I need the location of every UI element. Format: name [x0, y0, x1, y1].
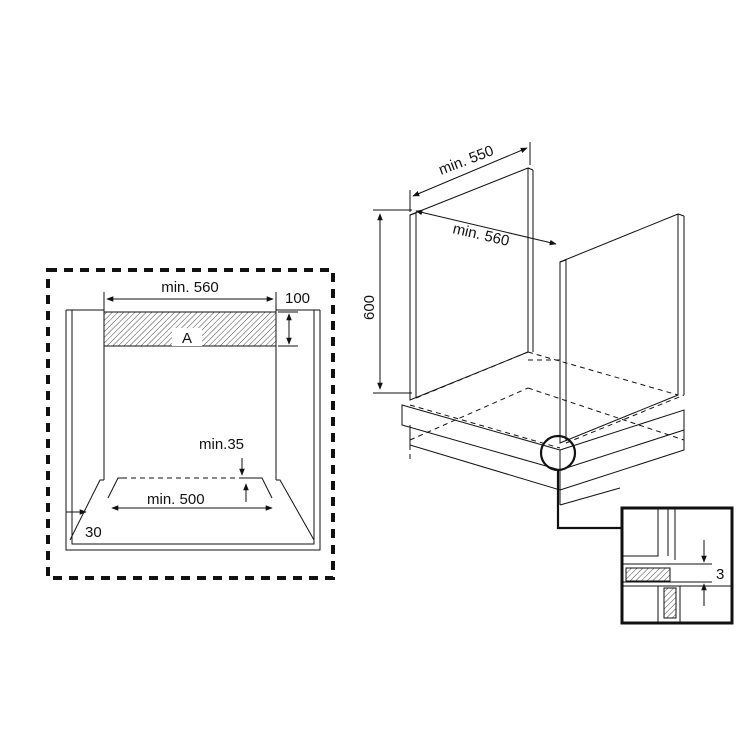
tray-left-outer — [69, 479, 104, 541]
detail-hatch-side — [663, 587, 677, 619]
bottom-width-label: min. 500 — [147, 491, 205, 508]
hidden-line-6 — [565, 394, 685, 444]
depth-dimension — [412, 147, 528, 197]
width-dimension — [415, 209, 557, 246]
plinth-front — [409, 425, 561, 491]
hidden-line-1 — [415, 351, 529, 399]
gap-label: min.35 — [199, 436, 244, 453]
cabinet-outline — [65, 310, 321, 551]
top-height-label: 100 — [285, 290, 310, 307]
cabinet-inner-outline — [71, 310, 315, 545]
detail-gap-label: 3 — [716, 566, 724, 583]
tray-right-inner — [242, 477, 273, 499]
base-front-board — [401, 404, 561, 471]
detail-callout-circle — [539, 434, 577, 472]
hidden-line-4 — [409, 387, 529, 441]
detail-hatch-top — [625, 567, 671, 582]
width-label: min. 560 — [451, 220, 511, 250]
cabinet-view: 600 min. 550 min. 560 — [361, 142, 685, 530]
right-side-panel — [559, 213, 679, 444]
front-view: A min. 560 100 min.35 min. 500 30 — [46, 268, 335, 580]
height-label: 600 — [361, 295, 378, 320]
tray-right-outer — [276, 479, 315, 541]
hidden-line-2 — [527, 351, 679, 396]
hidden-line-3 — [409, 404, 561, 449]
detail-frame — [620, 506, 734, 625]
tray-left-inner — [107, 477, 122, 499]
zone-a-label: A — [182, 330, 192, 347]
front-view-frame — [46, 268, 335, 580]
zone-a-label-bg — [172, 328, 202, 346]
left-side-panel — [409, 167, 529, 401]
base-side-board — [559, 409, 685, 471]
hidden-line-5 — [527, 387, 685, 441]
side-offset-label: 30 — [85, 524, 102, 541]
detail-leader-line — [556, 470, 624, 530]
top-width-label: min. 560 — [161, 279, 219, 296]
detail-view: 3 — [620, 506, 734, 625]
plinth-side — [559, 430, 685, 491]
